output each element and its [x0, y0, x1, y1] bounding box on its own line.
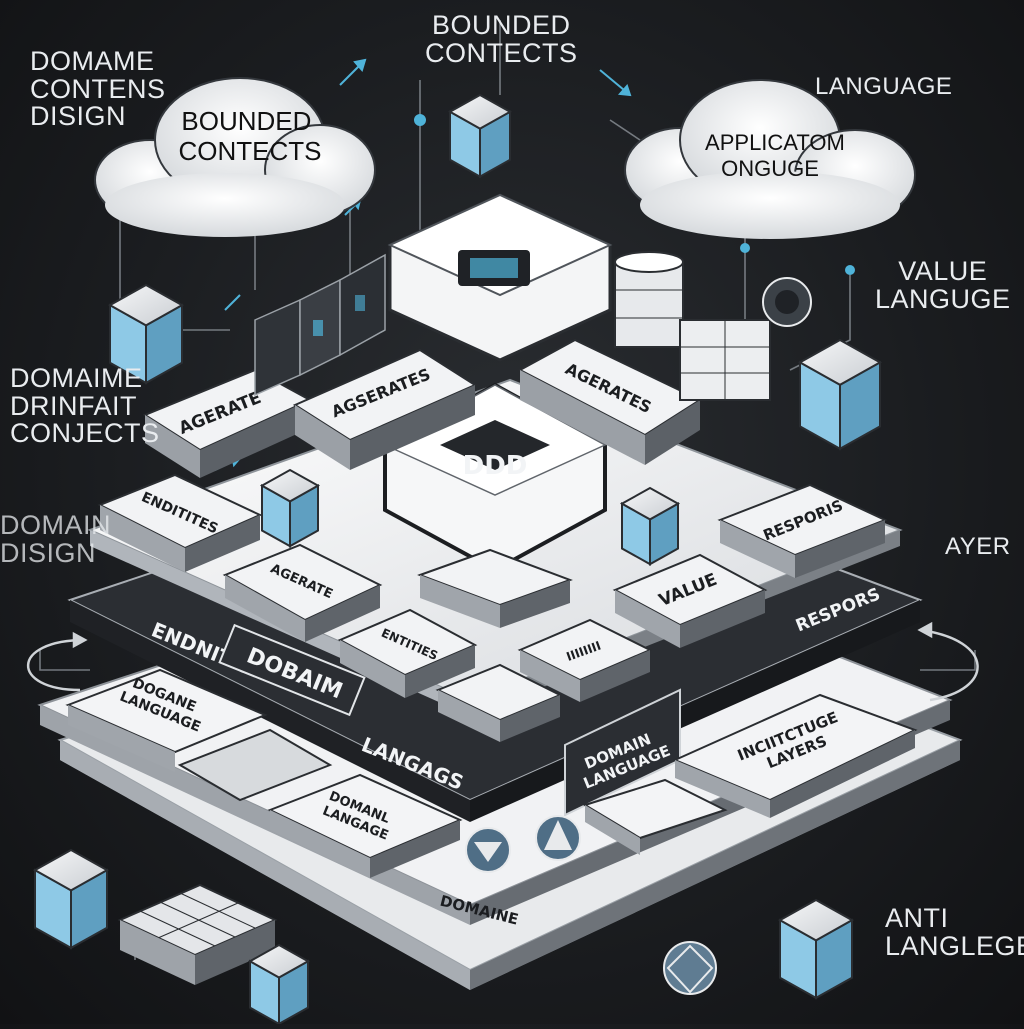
label-left-mid-line-1: DOMAIME	[10, 363, 143, 393]
label-bottom-right-line-2: LANGLEGE	[885, 930, 1024, 961]
label-top-left-line-2: CONTENS	[30, 73, 166, 104]
mesh-tiles	[117, 883, 278, 985]
blue-cube	[447, 93, 513, 179]
blue-cube	[32, 848, 110, 950]
aggregate-slabs: AGERATE AGSERATES AGERATES	[142, 338, 703, 478]
cubes	[32, 93, 883, 1026]
language-slabs: DOGANE LANGUAGE DOMAIN LANGUAGE INCIITCT…	[65, 668, 918, 929]
server-panels	[254, 253, 386, 397]
label-bottom-right-line-1: ANTI	[885, 903, 949, 933]
blue-cube	[619, 486, 681, 566]
label-right-low-line-1: AYER	[945, 533, 1011, 560]
cloud-left-label: BOUNDED CONTECTS	[179, 106, 322, 166]
blue-cube	[777, 898, 855, 1000]
blue-cube	[107, 283, 185, 385]
cloud-left-line1: BOUNDED	[181, 106, 311, 136]
cloud-right-line2: ONGUGE	[721, 156, 819, 181]
label-left-mid-line-2: DRINFAIT	[10, 390, 138, 421]
label-top-right: LANGUAGE	[815, 73, 953, 100]
data-stacks	[614, 251, 771, 401]
label-right-mid-line-1: VALUE	[898, 256, 988, 286]
ddd-center-label: DDD	[463, 451, 528, 481]
cloud-left-line2: CONTECTS	[179, 136, 322, 166]
label-left-low-line-1: DOMAIN	[0, 510, 111, 540]
label-top-center-line-1: BOUNDED	[431, 10, 571, 40]
blue-cube	[797, 338, 883, 451]
label-top-center-line-2: CONTECTS	[425, 37, 578, 68]
cloud-right-label: APPLICATOM ONGUGE	[705, 130, 851, 181]
label-right-low: AYER	[945, 533, 1011, 560]
blue-cube	[259, 468, 321, 548]
label-right-mid-line-2: LANGUGE	[875, 283, 1011, 314]
top-hexagon	[387, 193, 613, 362]
entity-slabs: ENDITITES AGERATE RESPORIS VALUE ENTITIE…	[97, 473, 888, 742]
label-top-left-line-1: DOMAME	[30, 46, 155, 76]
orbs	[465, 277, 812, 995]
cloud-right-line1: APPLICATOM	[705, 130, 845, 155]
side-arrows	[26, 621, 979, 702]
blue-cube	[247, 943, 311, 1026]
label-left-mid-line-3: CONJECTS	[10, 418, 160, 449]
label-left-low-line-2: DISIGN	[0, 537, 97, 568]
label-top-right-line-1: LANGUAGE	[815, 73, 953, 100]
cloud-right: APPLICATOM ONGUGE	[624, 79, 916, 239]
cloud-left: BOUNDED CONTECTS	[94, 77, 376, 237]
label-top-left-line-3: DISIGN	[30, 101, 127, 132]
ddd-core: DDD	[383, 382, 607, 573]
